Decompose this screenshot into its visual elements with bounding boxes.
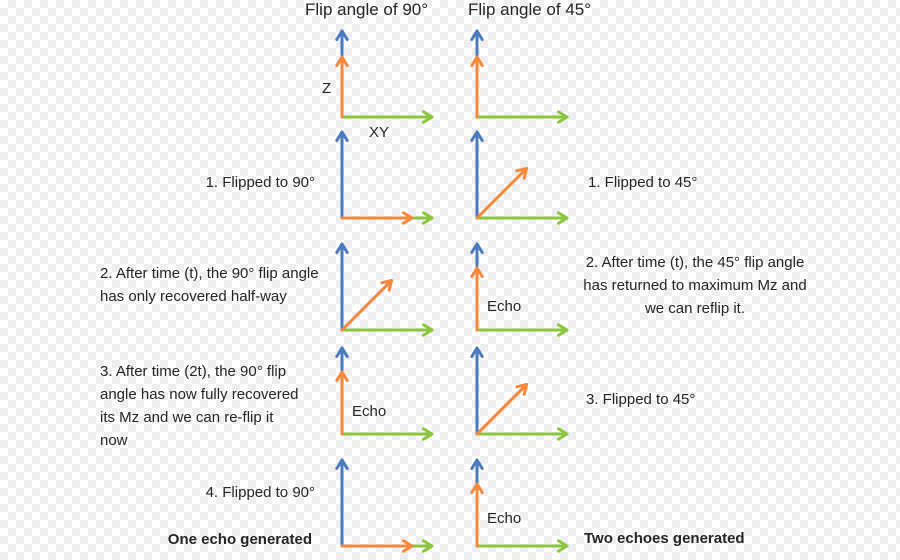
- left-result-label: One echo generated: [167, 531, 312, 548]
- echo-label-left-3: Echo: [352, 403, 387, 420]
- right-diagram-5-magnetization-arrow: [470, 482, 484, 548]
- z-axis-label: Z: [322, 80, 332, 97]
- right-diagram-1-magnetization-arrow: [470, 55, 484, 119]
- left-diagram-4-magnetization-arrow: [335, 370, 349, 436]
- right-diagram-4-z-axis-arrow: [470, 346, 484, 436]
- right-diagram-2-xy-axis-arrow: [475, 211, 569, 225]
- left-column-title: Flip angle of 90°: [305, 0, 429, 19]
- right-diagram-4-xy-axis-arrow: [475, 427, 569, 441]
- echo-label-right-2: Echo: [487, 298, 522, 315]
- left-diagram-3-xy-axis-arrow: [340, 323, 434, 337]
- right-column-title: Flip angle of 45°: [468, 0, 592, 19]
- right-diagram-3-magnetization-arrow: [470, 266, 484, 332]
- left-step-2: 2. After time (t), the 90° flip angle ha…: [100, 265, 319, 305]
- left-diagram-5-z-axis-arrow: [335, 458, 349, 548]
- right-step-3: 3. Flipped to 45°: [586, 391, 696, 408]
- echo-label-right-4: Echo: [487, 510, 522, 527]
- right-diagram-2-z-axis-arrow: [470, 130, 484, 220]
- right-diagram-3-xy-axis-arrow: [475, 323, 569, 337]
- left-diagram-2-z-axis-arrow: [335, 130, 349, 220]
- left-diagram-5-magnetization-arrow: [340, 539, 414, 553]
- left-diagram-3-z-axis-arrow: [335, 242, 349, 332]
- left-diagram-4-xy-axis-arrow: [340, 427, 434, 441]
- right-diagram-5-xy-axis-arrow: [475, 539, 569, 553]
- xy-axis-label: XY: [369, 124, 390, 141]
- left-diagram-3-magnetization-arrow: [340, 279, 393, 332]
- right-step-1: 1. Flipped to 45°: [588, 174, 698, 191]
- left-diagram-1-xy-axis-arrow: [340, 110, 434, 124]
- left-step-4: 4. Flipped to 90°: [205, 484, 315, 501]
- right-diagram-4-magnetization-arrow: [475, 383, 528, 436]
- right-diagram-1-xy-axis-arrow: [475, 110, 569, 124]
- right-step-2: 2. After time (t), the 45° flip angle ha…: [583, 254, 807, 317]
- right-diagram-2-magnetization-arrow: [475, 167, 528, 220]
- left-step-3: 3. After time (2t), the 90° flip angle h…: [100, 363, 299, 449]
- right-result-label: Two echoes generated: [584, 530, 745, 547]
- left-diagram-1-magnetization-arrow: [335, 55, 349, 119]
- left-diagram-2-magnetization-arrow: [340, 211, 414, 225]
- left-step-1: 1. Flipped to 90°: [205, 174, 315, 191]
